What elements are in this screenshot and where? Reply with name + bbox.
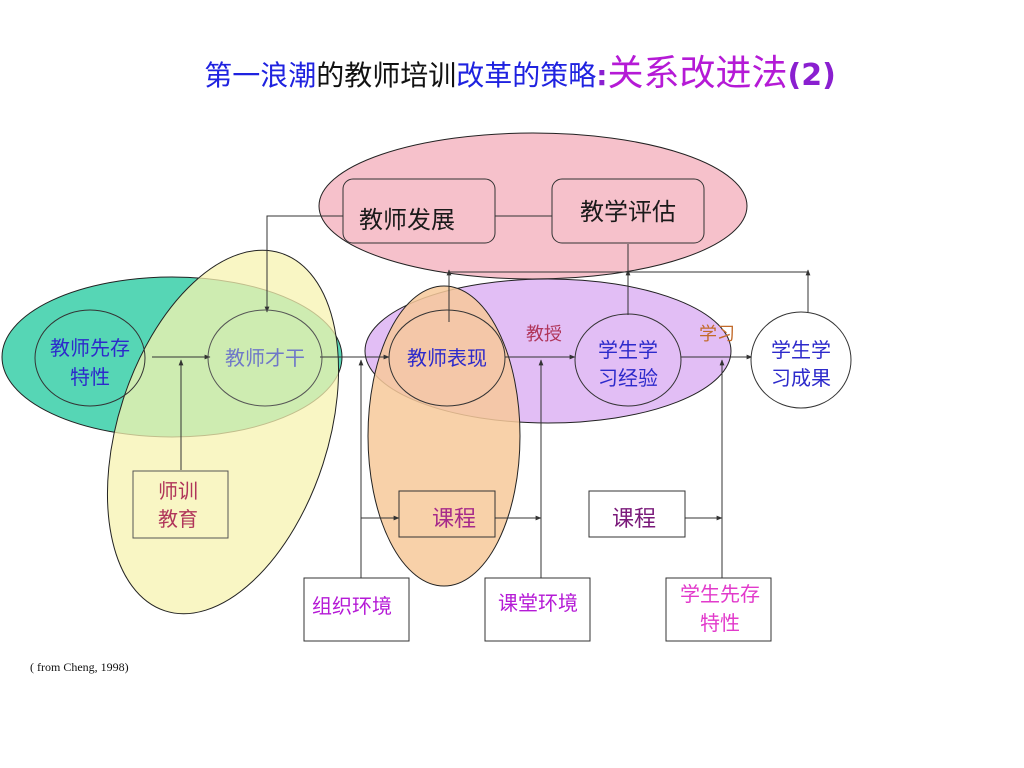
curriculum-box-2 <box>588 490 686 538</box>
teacher-performance-label: 教师表现 <box>407 346 487 370</box>
teaching-label: 教授 <box>526 324 562 345</box>
teacher-competence-node <box>207 309 323 407</box>
title-colon: : <box>596 59 608 92</box>
teacher-competence-label: 教师才干 <box>225 346 305 370</box>
teaching-evaluation-label: 教学评估 <box>580 198 676 226</box>
student-learning-experience-label-1: 学生学 <box>598 338 658 362</box>
teacher-training-education-label-1: 师训 <box>158 479 198 503</box>
student-prior-traits-label-2: 特性 <box>700 611 740 635</box>
student-prior-traits-box <box>665 577 772 642</box>
teacher-prior-traits-node <box>34 309 146 407</box>
citation: ( from Cheng, 1998) <box>30 660 129 674</box>
learning-label: 学习 <box>699 324 735 345</box>
classroom-environment-box <box>484 577 591 642</box>
page-title: 第一浪潮的教师培训改革的策略:关系改进法(2) <box>0 44 1024 96</box>
yellow-ellipse <box>106 249 340 615</box>
teacher-prior-traits-label-2: 特性 <box>70 365 110 389</box>
student-learning-outcome-label-2: 习成果 <box>771 366 831 390</box>
teacher-performance-node <box>388 309 506 407</box>
student-learning-experience-label-2: 习经验 <box>598 366 658 390</box>
title-part-1: 第一浪潮 <box>204 59 317 92</box>
teacher-development-label: 教师发展 <box>359 206 455 234</box>
title-part-5: (2) <box>787 58 836 93</box>
curriculum-box-1 <box>398 490 496 538</box>
title-part-4: 关系改进法 <box>607 53 788 94</box>
classroom-environment-label: 课堂环境 <box>498 591 578 615</box>
orange-ellipse <box>367 285 521 587</box>
student-learning-outcome-label-1: 学生学 <box>771 338 831 362</box>
organizational-environment-box <box>303 577 410 642</box>
teacher-development-box <box>342 178 496 244</box>
teacher-training-education-box <box>132 470 229 539</box>
student-learning-experience-node <box>574 313 682 407</box>
student-learning-outcome-node <box>750 311 852 409</box>
curriculum-label-2: 课程 <box>612 507 656 532</box>
title-part-2: 的教师培训 <box>316 59 457 92</box>
curriculum-label-1: 课程 <box>432 507 476 532</box>
student-prior-traits-label-1: 学生先存 <box>680 582 760 606</box>
teaching-evaluation-box <box>551 178 705 244</box>
teacher-training-education-label-2: 教育 <box>158 507 198 531</box>
title-part-3: 改革的策略 <box>456 59 597 92</box>
organizational-environment-label: 组织环境 <box>312 594 392 618</box>
teacher-prior-traits-label-1: 教师先存 <box>50 336 130 360</box>
